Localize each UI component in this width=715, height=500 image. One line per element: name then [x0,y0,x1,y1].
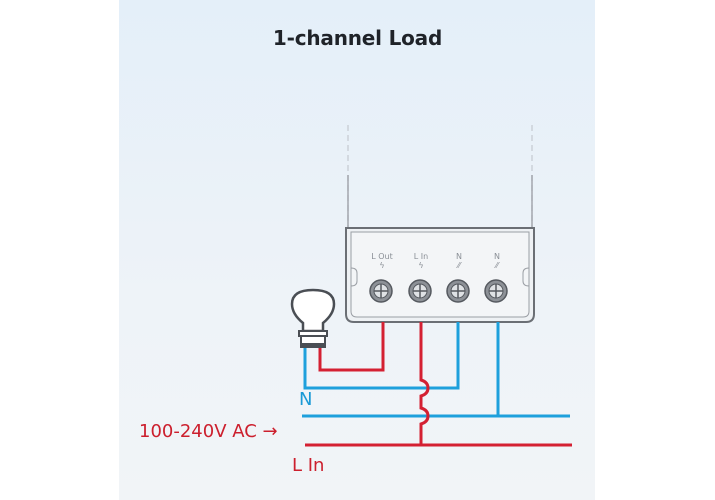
lightning-icon: ϟ [418,261,424,270]
neutral-label: N [299,389,313,410]
wire-bulb-neutral [303,322,460,390]
terminal-screw-n2 [484,279,508,303]
device-upper-body [347,125,533,230]
diagram-title: 1-channel Load [272,26,443,50]
terminal-screw-l-in [408,279,432,303]
terminal-screw-l-out [369,279,393,303]
wire-l-in-vertical [419,322,430,445]
terminal-screw-n1 [446,279,470,303]
voltage-label: 100-240V AC → [139,421,278,442]
lightning-icon: ϟ [379,261,385,270]
smart-switch-device [345,227,535,323]
wire-l-out-to-bulb [318,322,385,372]
neutral-symbol-icon: ⁄⁄ [457,261,461,270]
light-bulb-icon [290,288,336,348]
terminal-label-n2: N⁄⁄ [482,252,512,270]
neutral-symbol-icon: ⁄⁄ [495,261,499,270]
terminal-screws [369,279,508,303]
live-in-label: L In [292,455,325,476]
terminal-label-n1: N⁄⁄ [444,252,474,270]
